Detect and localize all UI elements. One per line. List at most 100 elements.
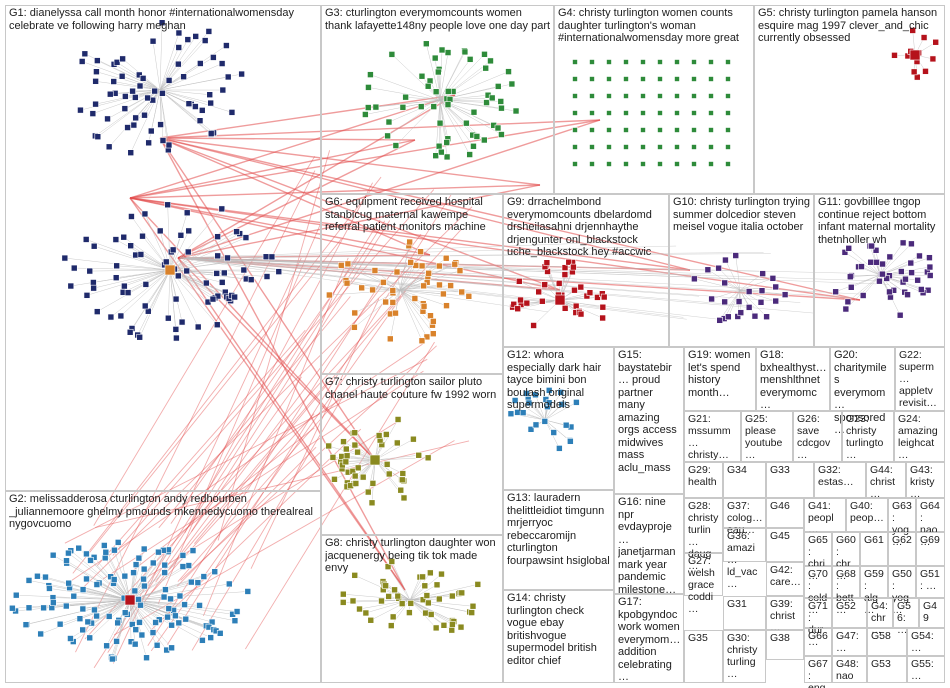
g2-node [189, 547, 197, 554]
group-g40: G40: peop… [846, 498, 888, 532]
group-g55-label: G55: … [911, 658, 934, 682]
g7-node [354, 464, 362, 472]
g2-edge [79, 599, 131, 619]
g4-grid-node [708, 127, 714, 133]
g2-hub-node [124, 594, 136, 606]
g4-grid-node [674, 161, 680, 167]
g2-node [165, 605, 173, 612]
g2-node [168, 621, 175, 629]
g2-edge [48, 585, 131, 601]
g4-grid-node [674, 110, 680, 116]
group-g10: G10: christy turlington trying summer do… [669, 194, 814, 347]
g7-node [368, 499, 376, 507]
g3-node [497, 98, 505, 105]
g2-node [40, 604, 47, 612]
g3-node [385, 118, 393, 126]
g3-node [392, 142, 400, 149]
g9-node [571, 286, 578, 294]
g1-top-node [118, 72, 126, 80]
g2-node [131, 640, 139, 648]
g3-node [367, 71, 374, 78]
cross-group-edge [244, 341, 435, 650]
g7-node [354, 448, 361, 456]
g6-node [392, 309, 399, 317]
g6-node [420, 282, 427, 290]
g1-bottom-node [233, 228, 240, 235]
group-g25-label: G25: please youtube… [745, 413, 783, 461]
group-g60: G60: chr… [832, 532, 860, 582]
g2-node [111, 546, 118, 554]
group-g46-label: G46 [770, 500, 790, 512]
g6-node [429, 330, 437, 338]
group-g63-label: G63: yog… [892, 500, 912, 548]
g1-top-edge [159, 89, 233, 113]
cross-group-edge [129, 139, 416, 199]
group-g32: G32: estas… [814, 462, 866, 498]
g1-top-node [207, 99, 214, 107]
g8-node [382, 582, 389, 590]
g1-bottom-node [183, 267, 191, 275]
g6-node [358, 284, 365, 292]
group-g22: G22: superm… appletv revisit… [895, 347, 945, 411]
g1-top-node [238, 70, 245, 78]
g2-node [62, 602, 70, 610]
group-g28-label: G28: christy turlin… daug… [688, 500, 719, 572]
g2-node [199, 637, 206, 644]
group-g53: G53 [867, 656, 907, 683]
g9-node [543, 259, 551, 267]
g9-node [561, 305, 569, 312]
group-g1-label: G1: dianelyssa call month honor #interna… [9, 7, 294, 32]
group-g9: G9: drrachelmbond everymomcounts dbelard… [503, 194, 669, 347]
g5-node [891, 52, 898, 59]
group-g4b: G4: chr… [867, 598, 893, 636]
g6-node [436, 262, 443, 270]
g1-bottom-node [263, 273, 271, 280]
g8-node [432, 624, 440, 632]
g9-node [535, 288, 542, 296]
g12-node [567, 438, 574, 445]
g3-edge [405, 96, 441, 101]
g11-node [886, 253, 894, 261]
g2-node [49, 551, 57, 559]
g7-node [385, 470, 393, 478]
g2-edge [129, 555, 184, 601]
g2-node [175, 619, 183, 627]
group-g27: G27: welsh grace coddi… [684, 553, 723, 615]
g12-node [541, 418, 549, 425]
g3-node [402, 93, 409, 101]
g1-top-node [165, 141, 173, 149]
g4-grid-node [691, 93, 697, 99]
g4-grid-node [691, 161, 697, 167]
g2-node [231, 617, 239, 625]
g3-node [432, 88, 440, 96]
group-g2: G2: melissadderosa cturlington andy redh… [5, 491, 321, 683]
g1-bottom-edge [70, 269, 171, 287]
cross-group-edge [95, 440, 470, 528]
g6-node [369, 286, 376, 294]
g1-bottom-node [172, 295, 180, 303]
g1-bottom-node [164, 201, 172, 209]
g4-grid-node [674, 127, 680, 133]
cross-group-edge [179, 257, 574, 293]
group-g60-label: G60: chr… [836, 534, 856, 582]
g5-node [920, 34, 928, 41]
g4-grid-node [657, 93, 663, 99]
group-g66-label: G66 [808, 630, 828, 642]
g2-edge [25, 599, 131, 625]
g10-node [722, 256, 729, 264]
g2-node [9, 604, 16, 612]
g2-edge [129, 583, 230, 601]
g3-node [470, 142, 477, 150]
g1-top-node [192, 33, 199, 40]
cross-group-edge [129, 197, 376, 461]
g9-node [599, 303, 607, 311]
g6-node [351, 309, 359, 317]
g8-edge [409, 595, 453, 601]
g4-grid-node [623, 110, 629, 116]
g6-node [371, 267, 379, 274]
group-g56-label: G56: … [897, 600, 912, 636]
g6-node [436, 281, 443, 289]
g2-node [76, 615, 84, 622]
g11-node [916, 252, 923, 260]
g3-node [399, 104, 407, 111]
